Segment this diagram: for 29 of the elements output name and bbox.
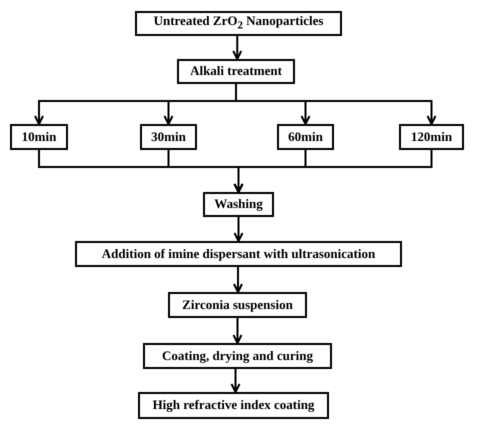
step-label: Untreated ZrO$_{2}$ Nanoparticles	[154, 14, 324, 33]
step-label: 120min	[410, 130, 452, 144]
step-label: Alkali treatment	[190, 64, 282, 79]
process-box	[10, 124, 68, 150]
step-label: Coating, drying and curing	[162, 348, 313, 364]
process-box	[135, 11, 342, 36]
process-box	[138, 392, 329, 419]
arrow	[235, 84, 436, 125]
step-label: Washing	[214, 197, 263, 212]
process-box	[399, 124, 464, 150]
process-box	[140, 124, 197, 150]
process-box	[168, 292, 307, 318]
arrow	[234, 150, 432, 193]
arrow	[230, 369, 240, 393]
step-label: 60min	[288, 130, 323, 144]
process-box	[75, 241, 402, 267]
step-label: Zirconia suspension	[182, 298, 293, 312]
process-box	[203, 192, 274, 217]
arrow	[233, 267, 243, 293]
step-label: 30min	[151, 130, 186, 144]
step-label: 10min	[22, 130, 56, 144]
arrow	[234, 217, 244, 242]
arrow	[232, 36, 242, 60]
process-box	[177, 59, 295, 84]
process-box	[143, 343, 332, 369]
step-label: Addition of imine dispersant with ultrasonication	[102, 246, 376, 262]
process-box	[277, 124, 334, 150]
step-label: High refractive index coating	[152, 398, 314, 413]
arrow	[232, 318, 242, 344]
